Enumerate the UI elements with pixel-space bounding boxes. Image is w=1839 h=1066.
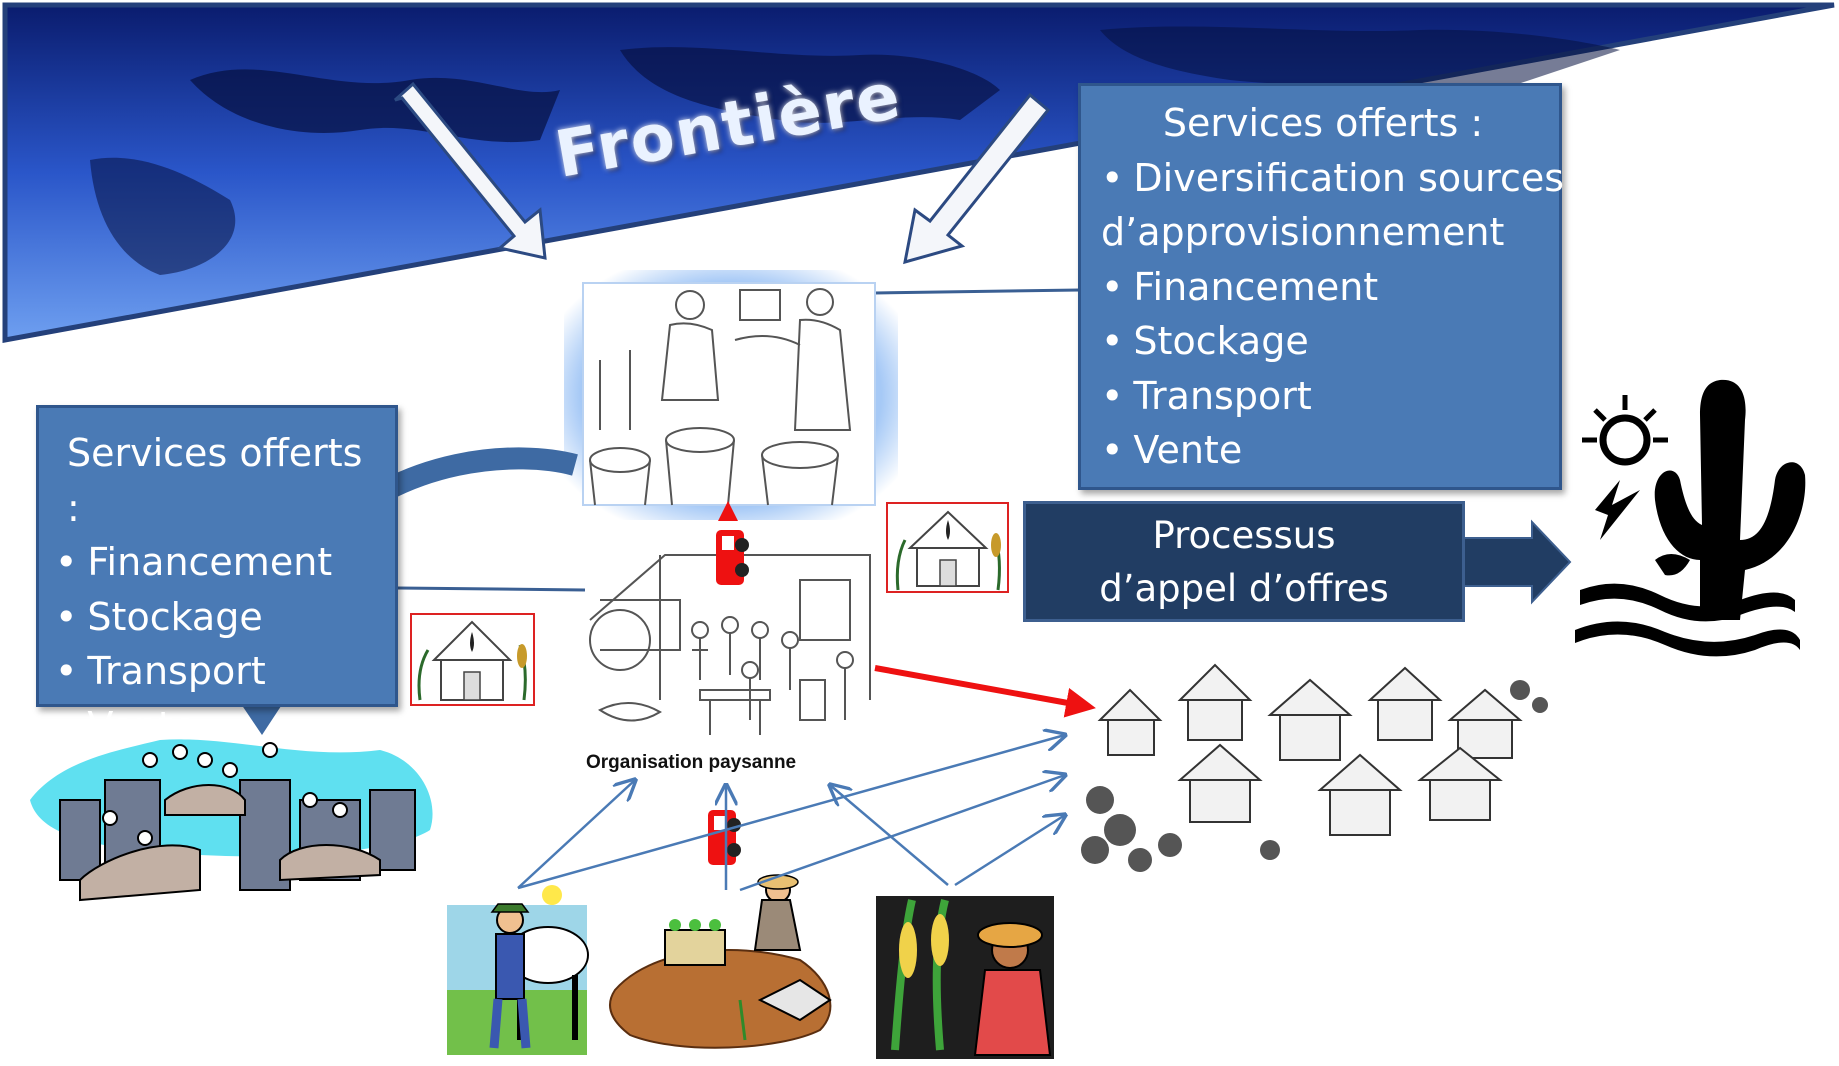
village-sketch <box>1080 655 1550 880</box>
warehouse-icon-left <box>410 613 535 706</box>
services-box-left: Services offerts : Financement Stockage … <box>36 405 398 748</box>
process-arrow <box>1461 519 1572 605</box>
services-right-title: Services offerts : <box>1162 101 1484 145</box>
services-right-item: Transport <box>1101 369 1545 424</box>
services-right-item: Financement <box>1101 260 1545 315</box>
connector-left-box <box>397 586 586 592</box>
truck-icon-top <box>716 501 749 585</box>
gardener-icon <box>609 874 832 1049</box>
red-arrow-to-village <box>874 665 1096 718</box>
services-right-item: Diversification sources <box>1101 151 1564 206</box>
connector-right-box <box>874 288 1081 295</box>
farmer-market-sketch <box>585 548 875 748</box>
services-left-item: Stockage <box>55 590 385 645</box>
services-right-item: Vente <box>1101 423 1545 478</box>
services-left-item: Transport <box>55 644 385 699</box>
services-right-item-continued: d’approvisionnement <box>1101 210 1505 254</box>
process-line2: d’appel d’offres <box>1099 566 1389 610</box>
market-sketch <box>564 270 898 520</box>
city-people-icon <box>30 739 433 902</box>
services-left-item: Vente <box>55 699 385 754</box>
blue-flow-arrows <box>517 735 1065 892</box>
corn-farmer-icon <box>876 896 1054 1059</box>
drought-icon <box>1575 379 1806 657</box>
services-box-right: Services offerts : Diversification sourc… <box>1078 83 1564 490</box>
services-left-title: Services offerts : <box>67 431 363 530</box>
warehouse-icon <box>886 502 1009 593</box>
services-left-item: Financement <box>55 535 385 590</box>
services-right-item: Stockage <box>1101 314 1545 369</box>
farmer-cow-icon <box>447 885 589 1055</box>
truck-icon-bottom <box>708 810 741 865</box>
process-line1: Processus <box>1152 513 1336 557</box>
banner-arrow-left <box>394 81 547 260</box>
banner-arrow-right <box>903 92 1051 265</box>
organisation-label: Organisation paysanne <box>586 752 797 773</box>
process-box: Processus d’appel d’offres <box>1023 501 1465 622</box>
